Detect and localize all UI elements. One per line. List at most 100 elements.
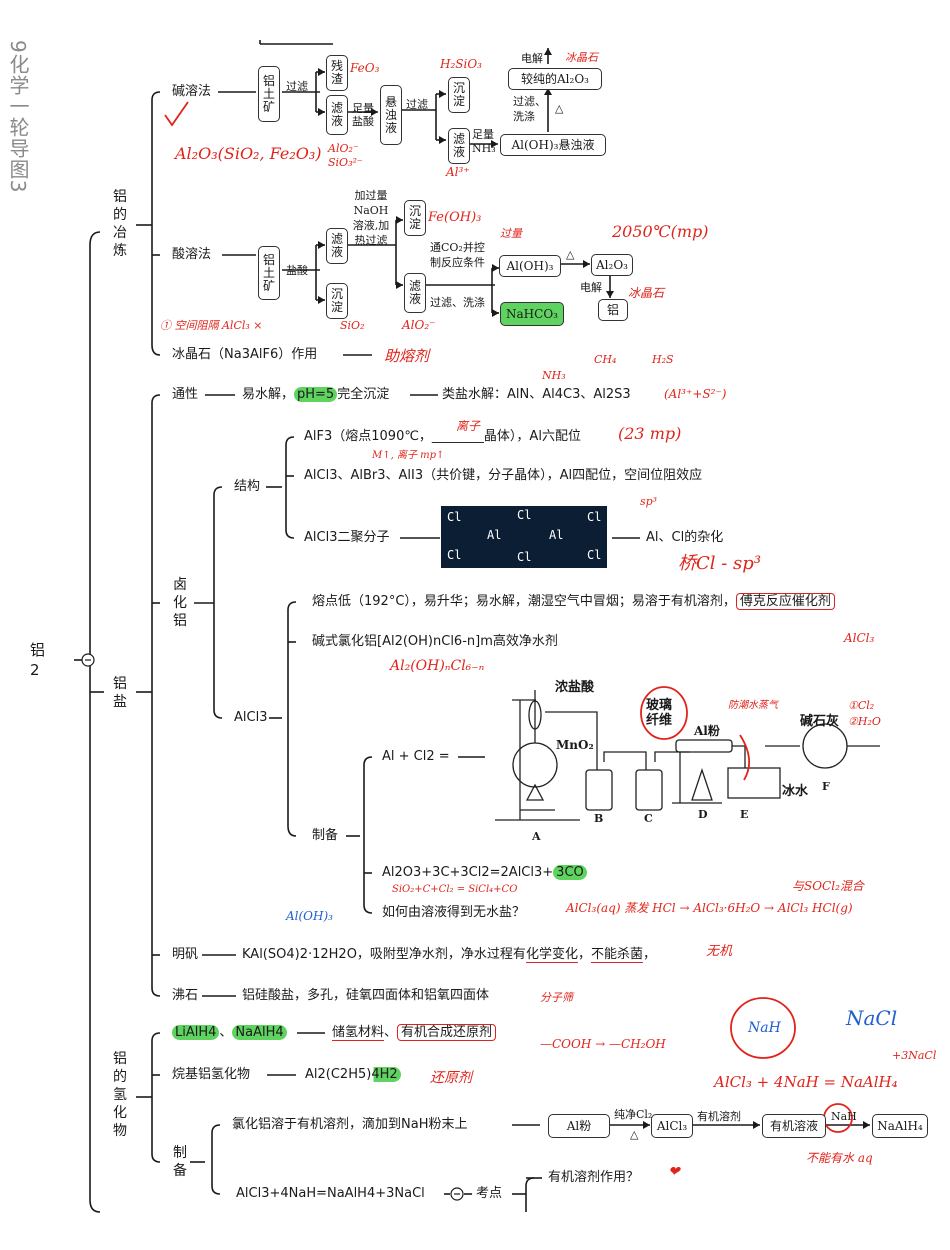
ann-a9: 2050℃(mp) — [612, 222, 709, 241]
ann-a29: 与SOCl₂混合 — [792, 879, 864, 893]
use-reductant: 有机合成还原剂 — [397, 1024, 497, 1041]
cryolite-node[interactable]: 冰晶石（Na3AlF6）作用 — [172, 347, 318, 362]
ann-a37: 还原剂 — [430, 1070, 472, 1086]
ann-a7: Fe(OH)₃ — [428, 210, 482, 225]
ann-a10: 冰晶石 — [628, 286, 665, 300]
branch-smelting[interactable]: 铝的冶炼 — [113, 189, 127, 259]
app-label-d: D — [698, 808, 708, 821]
app-conc-hcl: 浓盐酸 — [555, 680, 595, 695]
structure-node[interactable]: 结构 — [234, 479, 261, 494]
zeolite-text: 铝硅酸盐，多孔，硅氧四面体和铝氧四面体 — [242, 988, 490, 1003]
ann-a2: H₂SiO₃ — [440, 57, 482, 71]
mol-cl-1: Cl — [447, 510, 462, 524]
ann-a25: Al₂(OH)ₙCl₆₋ₙ — [390, 658, 485, 674]
ann-a11: AlO₂⁻ — [402, 318, 436, 332]
app-soda: 碱石灰 — [800, 714, 840, 729]
kaodian-node[interactable]: 考点 — [476, 1186, 503, 1201]
naalh4-highlight: NaAlH4 — [232, 1025, 287, 1040]
prep-r2b-highlight: 3CO — [553, 865, 587, 880]
halide-node[interactable]: 卤化铝 — [173, 577, 187, 629]
acid-hcl-label: 盐酸 — [286, 264, 308, 277]
ann-a4: Al₂O₃(SiO₂, Fe₂O₃) — [175, 144, 322, 163]
alkali-aloh-box: Al(OH)₃悬浊液 — [500, 134, 606, 156]
use-sep: 、 — [384, 1025, 398, 1040]
ann-a32: 无机 — [706, 944, 733, 959]
alkali-ppt-box: 沉淀 — [448, 77, 470, 113]
general-node[interactable]: 通性 — [172, 387, 199, 402]
alkali-suspension-box: 悬浊液 — [380, 85, 402, 145]
mol-cl-6: Cl — [587, 548, 602, 562]
branch-salts[interactable]: 铝盐 — [113, 676, 127, 710]
mol-cl-4: Cl — [447, 548, 462, 562]
ann-a18: (Al³⁺+S²⁻) — [664, 387, 727, 401]
ann-a39: AlCl₃ + 4NaH = NaAlH₄ — [714, 1073, 898, 1091]
flow-naalh4-box: NaAlH₄ — [872, 1114, 928, 1138]
hybrid-text: Al、Cl的杂化 — [646, 530, 724, 545]
alkali-filtrate-box: 滤液 — [326, 95, 348, 135]
app-label-c: C — [644, 812, 653, 825]
ann-a38: +3NaCl — [892, 1049, 937, 1062]
lialh4-sep: 、 — [219, 1025, 233, 1040]
hydride-prep-node[interactable]: 制备 — [173, 1145, 187, 1179]
side-title: 9化学一轮导图3 — [6, 40, 30, 194]
acid-electrolysis-label: 电解 — [580, 281, 602, 294]
ann-a26: 防潮水蒸气 — [728, 700, 778, 711]
alkyl-node[interactable]: 烷基铝氢化物 — [172, 1067, 251, 1082]
zeolite-node[interactable]: 沸石 — [172, 988, 199, 1003]
ann-a40: 不能有水 aq — [806, 1151, 873, 1165]
ann-a27: ①Cl₂ ②H₂O — [848, 699, 881, 728]
general-ph-highlight: pH=5 — [294, 387, 338, 402]
acid-al-box: 铝 — [598, 299, 628, 321]
app-mno2: MnO₂ — [556, 738, 594, 752]
acid-delta-label: △ — [566, 248, 575, 261]
alcl3-props-text: 熔点低（192°C），易升华；易水解，潮湿空气中冒烟；易溶于有机溶剂，傅克反应催… — [312, 593, 835, 610]
ann-a15: NH₃ — [542, 369, 566, 382]
alkyl-formula-text: Al2(C2H5)4H2 — [302, 1067, 401, 1082]
alum-t2: 化学变化 — [525, 947, 578, 963]
root-node[interactable]: 铝2 — [30, 641, 46, 679]
prep-node[interactable]: 制备 — [312, 828, 339, 843]
ann-a17: H₂S — [652, 353, 674, 366]
alum-node[interactable]: 明矾 — [172, 947, 199, 962]
catalyst-outline: 傅克反应催化剂 — [735, 593, 835, 610]
mol-cl-5: Cl — [517, 550, 532, 564]
ann-a28: SiO₂+C+Cl₂ = SiCl₄+CO — [392, 884, 518, 895]
alum-text: KAl(SO4)2·12H2O，吸附型净水剂，净水过程有化学变化，不能杀菌， — [242, 947, 656, 963]
alkali-filter-label: 过滤 — [286, 80, 308, 93]
flow-al-box: Al粉 — [548, 1114, 610, 1138]
ann-a6: Al³⁺ — [446, 165, 470, 179]
alkali-wash-label: 过滤、洗涤 — [513, 95, 546, 123]
ann-a8: 过量 — [500, 227, 522, 240]
ann-a35: 分子筛 — [540, 991, 573, 1004]
ann-a24: AlCl₃ — [844, 631, 875, 645]
prep-r2a: Al2O3+3C+3Cl2=2AlCl3+ — [382, 865, 554, 880]
branch-hydride[interactable]: 铝的氢化物 — [113, 1051, 127, 1139]
lialh4-highlight: LiAlH4 — [172, 1025, 220, 1040]
alum-t3: ， — [577, 947, 591, 962]
alkali-residue-box: 残渣 — [326, 55, 348, 91]
use-hydrogen-storage: 储氢材料 — [332, 1025, 385, 1041]
prep-question: 如何由溶液得到无水盐？ — [382, 905, 526, 920]
ann-a41: ❤ — [668, 1164, 680, 1180]
ann-a23: 桥Cl - sp³ — [678, 553, 762, 574]
alkali-pure-box: 较纯的Al₂O₃ — [508, 68, 602, 90]
alcl3-structure-text: AlCl3、AlBr3、AlI3（共价键，分子晶体），Al四配位，空间位阻效应 — [304, 468, 703, 483]
acid-wash-label: 过滤、洗涤 — [430, 296, 485, 309]
app-glass: 玻璃纤维 — [646, 698, 673, 728]
hydride-lialh4-node[interactable]: LiAlH4、NaAlH4 — [172, 1025, 287, 1041]
ann-a22: sp³ — [640, 495, 658, 508]
ann-a36: —COOH → —CH₂OH — [540, 1037, 666, 1051]
alkali-delta-label: △ — [555, 102, 564, 115]
ann-a31: Al(OH)₃ — [286, 909, 333, 923]
alkali-method[interactable]: 碱溶法 — [172, 84, 212, 99]
hydride-uses: 储氢材料、有机合成还原剂 — [332, 1024, 497, 1041]
ann-a34: NaCl — [846, 1006, 898, 1030]
ann-a12: SiO₂ — [340, 319, 365, 332]
alkali-filtrate2-box: 滤液 — [448, 128, 470, 164]
acid-method[interactable]: 酸溶法 — [172, 247, 212, 262]
alcl3-node[interactable]: AlCl3 — [234, 710, 268, 725]
ann-a30: AlCl₃(aq) 蒸发 HCl → AlCl₃·6H₂O → AlCl₃ HC… — [566, 901, 853, 915]
acid-ppt-box: 沉淀 — [326, 283, 348, 319]
ann-a21: (23 mp) — [618, 424, 682, 443]
ann-a5: AlO₂⁻ SiO₃²⁻ — [328, 142, 363, 169]
